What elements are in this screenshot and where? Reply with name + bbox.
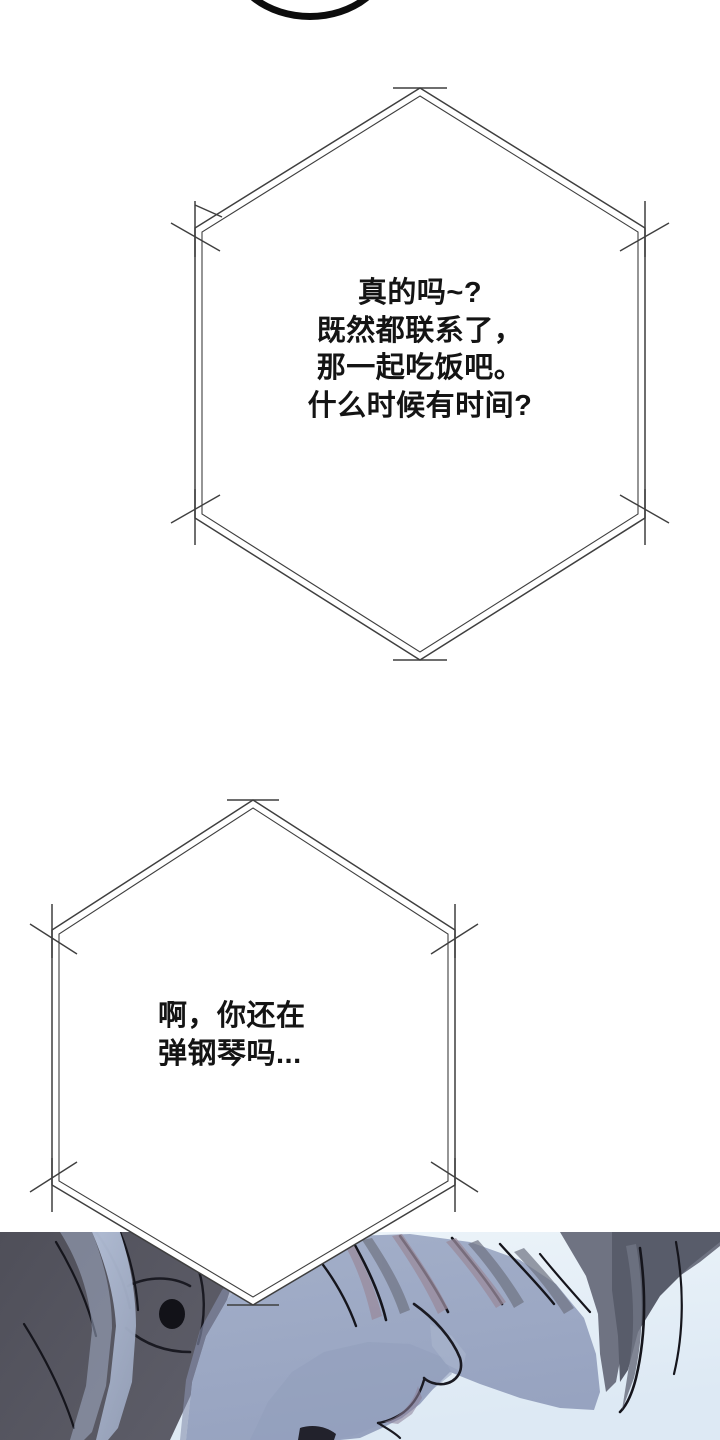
vertex-cross-ticks <box>194 204 223 218</box>
bubble-outline-inner <box>201 95 639 653</box>
partial-circle-outline-icon <box>228 0 392 20</box>
vertex-ticks <box>51 799 456 1306</box>
artwork-panel <box>0 1232 720 1440</box>
speech-bubble-1: 真的吗~? 既然都联系了， 那一起吃饭吧。 什么时候有时间? <box>170 75 670 675</box>
vertex-ticks <box>194 87 646 661</box>
bubble-1-text: 真的吗~? 既然都联系了， 那一起吃饭吧。 什么时候有时间? <box>307 277 533 423</box>
speech-bubble-2: 啊，你还在 弹钢琴吗... <box>29 788 479 1318</box>
bubble-2-text: 啊，你还在 弹钢琴吗... <box>158 1000 306 1070</box>
bubble-outline-inner <box>58 807 449 1298</box>
